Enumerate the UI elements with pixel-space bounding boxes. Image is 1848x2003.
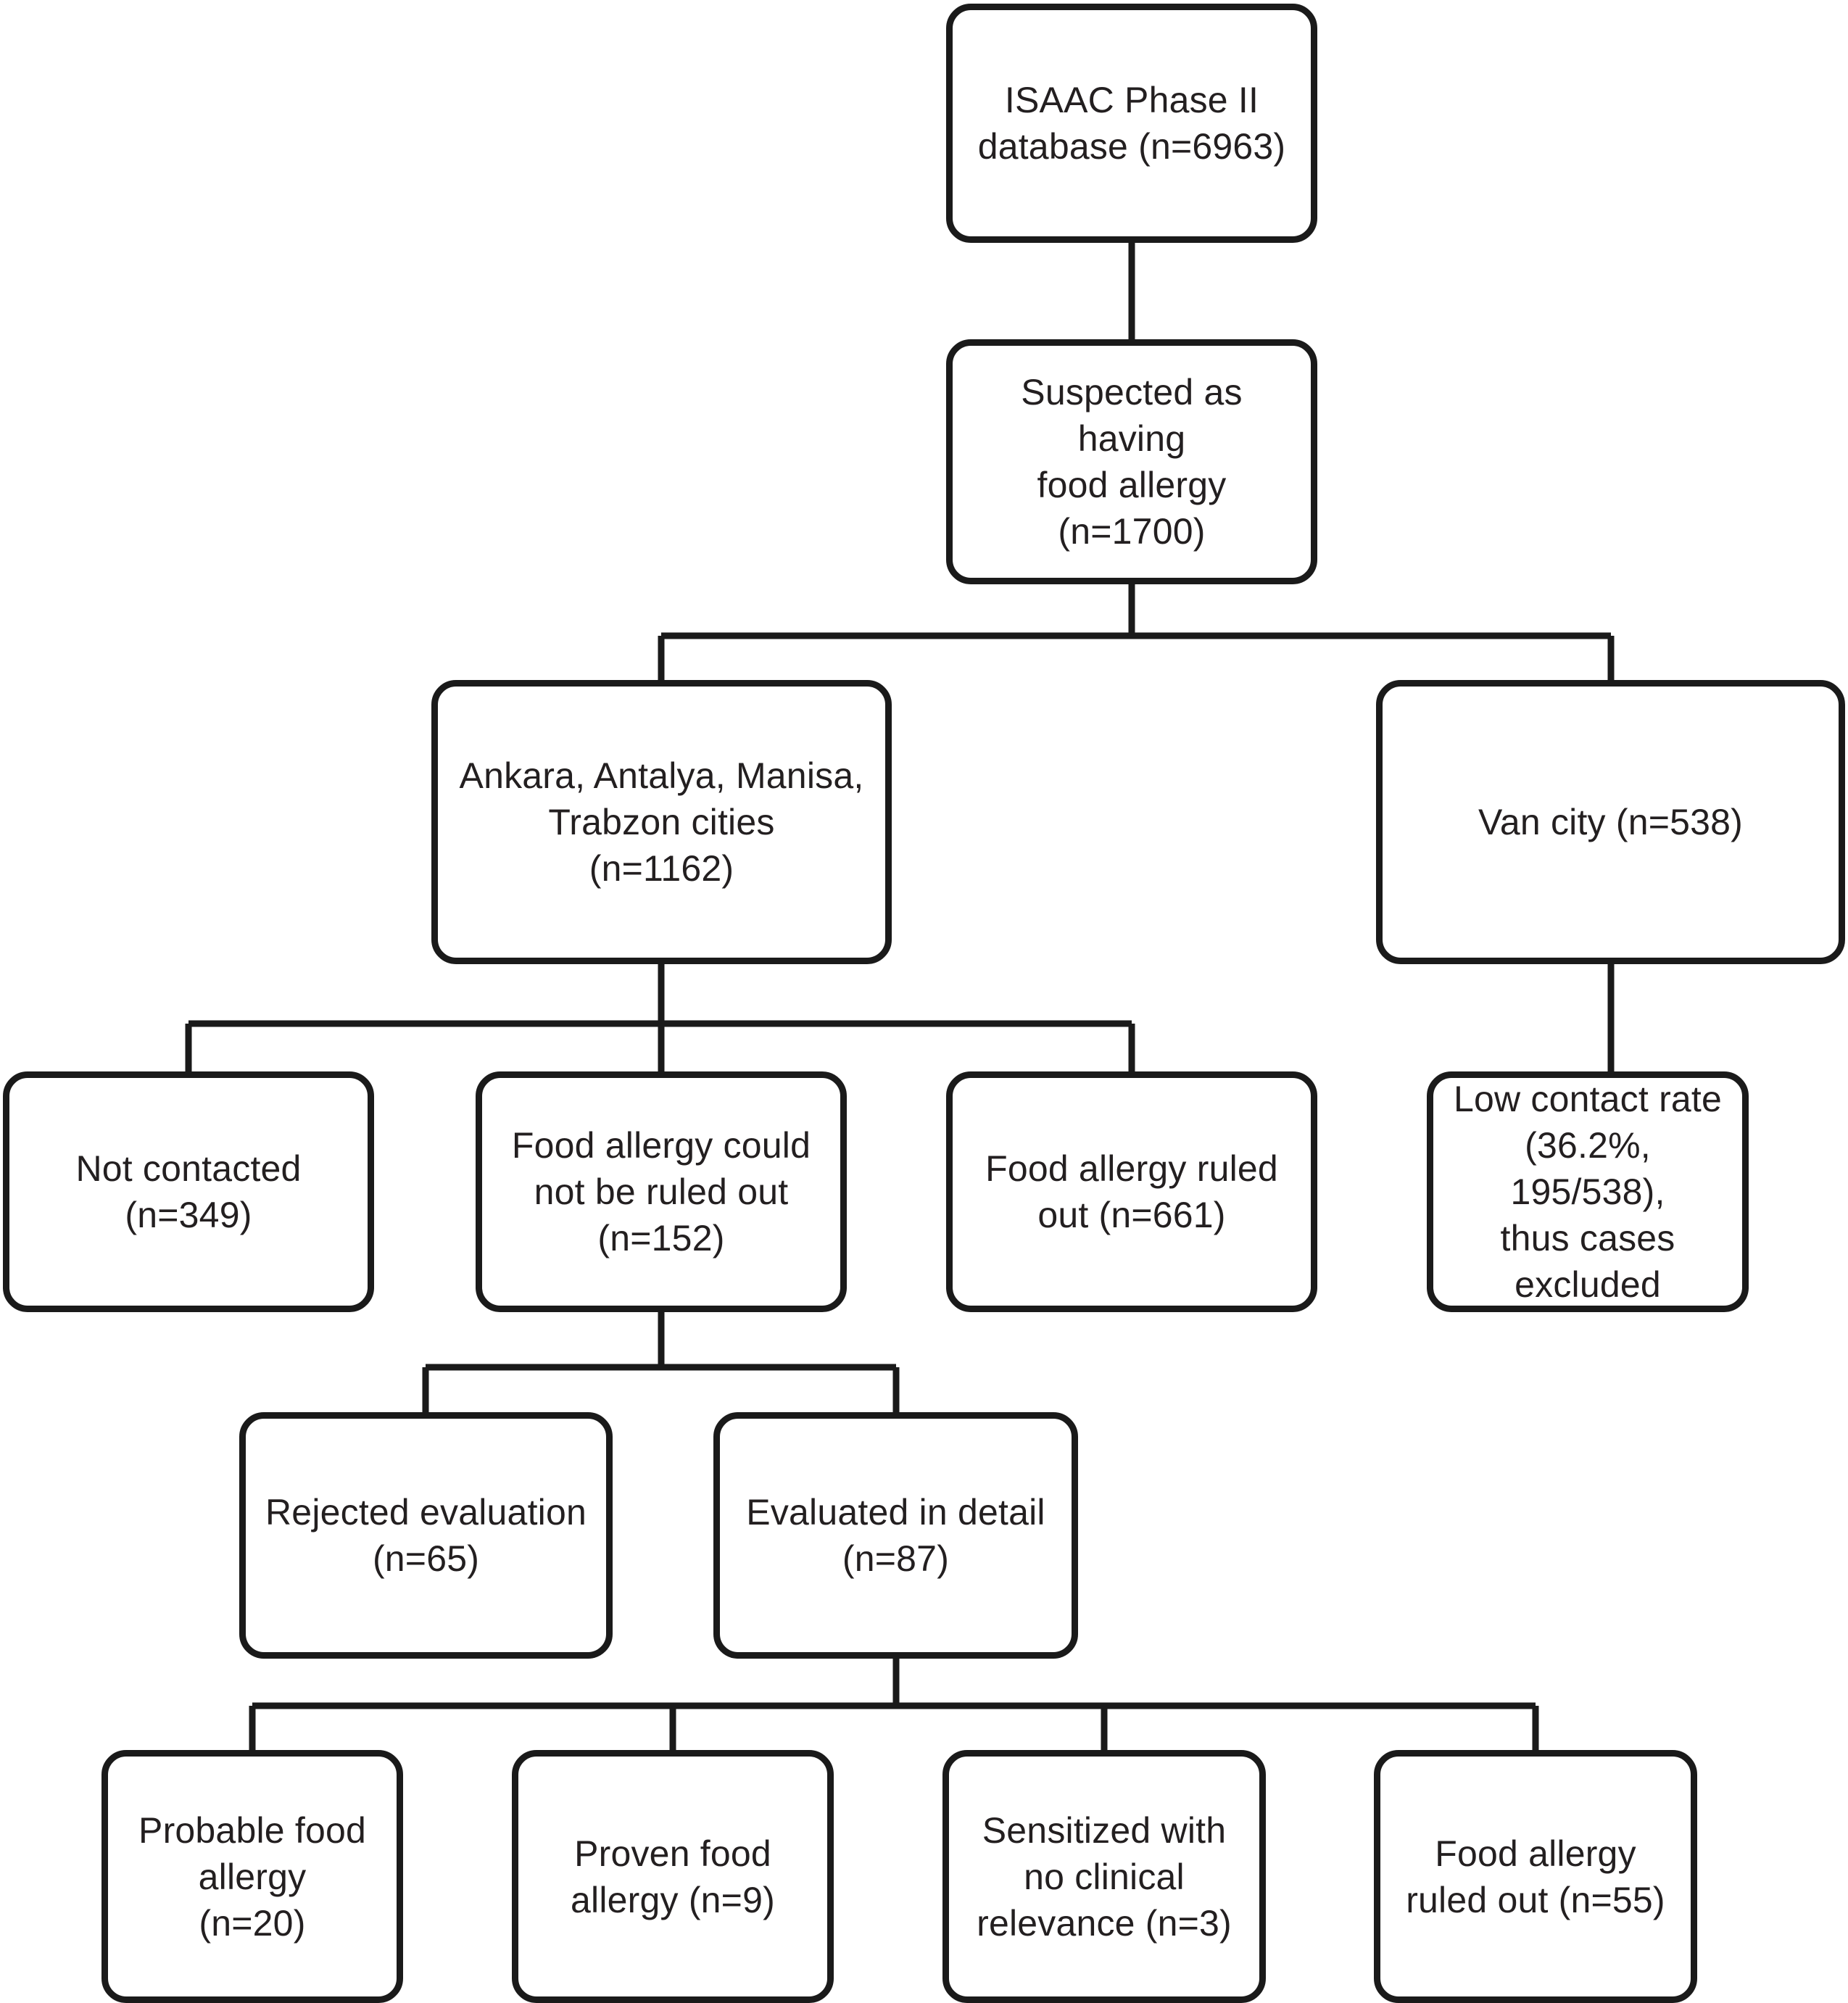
node-label: Probable food allergy (n=20) <box>138 1809 366 1944</box>
node-label: Low contact rate (36.2%, 195/538), thus … <box>1453 1079 1723 1305</box>
node-evaluated-in-detail[interactable]: Evaluated in detail (n=87) <box>713 1412 1078 1659</box>
node-could-not-be-ruled-out[interactable]: Food allergy could not be ruled out (n=1… <box>476 1071 847 1312</box>
node-isaac-database[interactable]: ISAAC Phase II database (n=6963) <box>946 4 1317 243</box>
node-suspected-food-allergy[interactable]: Suspected as having food allergy (n=1700… <box>946 339 1317 584</box>
node-label: Not contacted (n=349) <box>75 1148 302 1235</box>
node-label: ISAAC Phase II database (n=6963) <box>977 80 1286 167</box>
node-label: Van city (n=538) <box>1478 802 1743 842</box>
node-food-allergy-ruled-out-55[interactable]: Food allergy ruled out (n=55) <box>1374 1750 1697 2003</box>
node-proven-food-allergy[interactable]: Proven food allergy (n=9) <box>512 1750 834 2003</box>
node-label: Suspected as having food allergy (n=1700… <box>1021 372 1243 552</box>
node-label: Rejected evaluation (n=65) <box>265 1492 587 1579</box>
node-label: Sensitized with no clinical relevance (n… <box>977 1809 1232 1944</box>
node-not-contacted[interactable]: Not contacted (n=349) <box>3 1071 374 1312</box>
node-label: Food allergy ruled out (n=661) <box>985 1148 1278 1235</box>
node-four-cities[interactable]: Ankara, Antalya, Manisa, Trabzon cities … <box>431 680 892 964</box>
node-rejected-evaluation[interactable]: Rejected evaluation (n=65) <box>239 1412 613 1659</box>
node-low-contact-rate[interactable]: Low contact rate (36.2%, 195/538), thus … <box>1427 1071 1749 1312</box>
node-label: Evaluated in detail (n=87) <box>746 1492 1045 1579</box>
node-van-city[interactable]: Van city (n=538) <box>1376 680 1845 964</box>
node-label: Ankara, Antalya, Manisa, Trabzon cities … <box>459 755 864 889</box>
node-food-allergy-ruled-out-661[interactable]: Food allergy ruled out (n=661) <box>946 1071 1317 1312</box>
node-label: Food allergy could not be ruled out (n=1… <box>511 1125 811 1258</box>
node-label: Food allergy ruled out (n=55) <box>1406 1833 1665 1920</box>
node-label: Proven food allergy (n=9) <box>571 1833 775 1920</box>
node-probable-food-allergy[interactable]: Probable food allergy (n=20) <box>101 1750 403 2003</box>
node-sensitized-no-relevance[interactable]: Sensitized with no clinical relevance (n… <box>942 1750 1266 2003</box>
